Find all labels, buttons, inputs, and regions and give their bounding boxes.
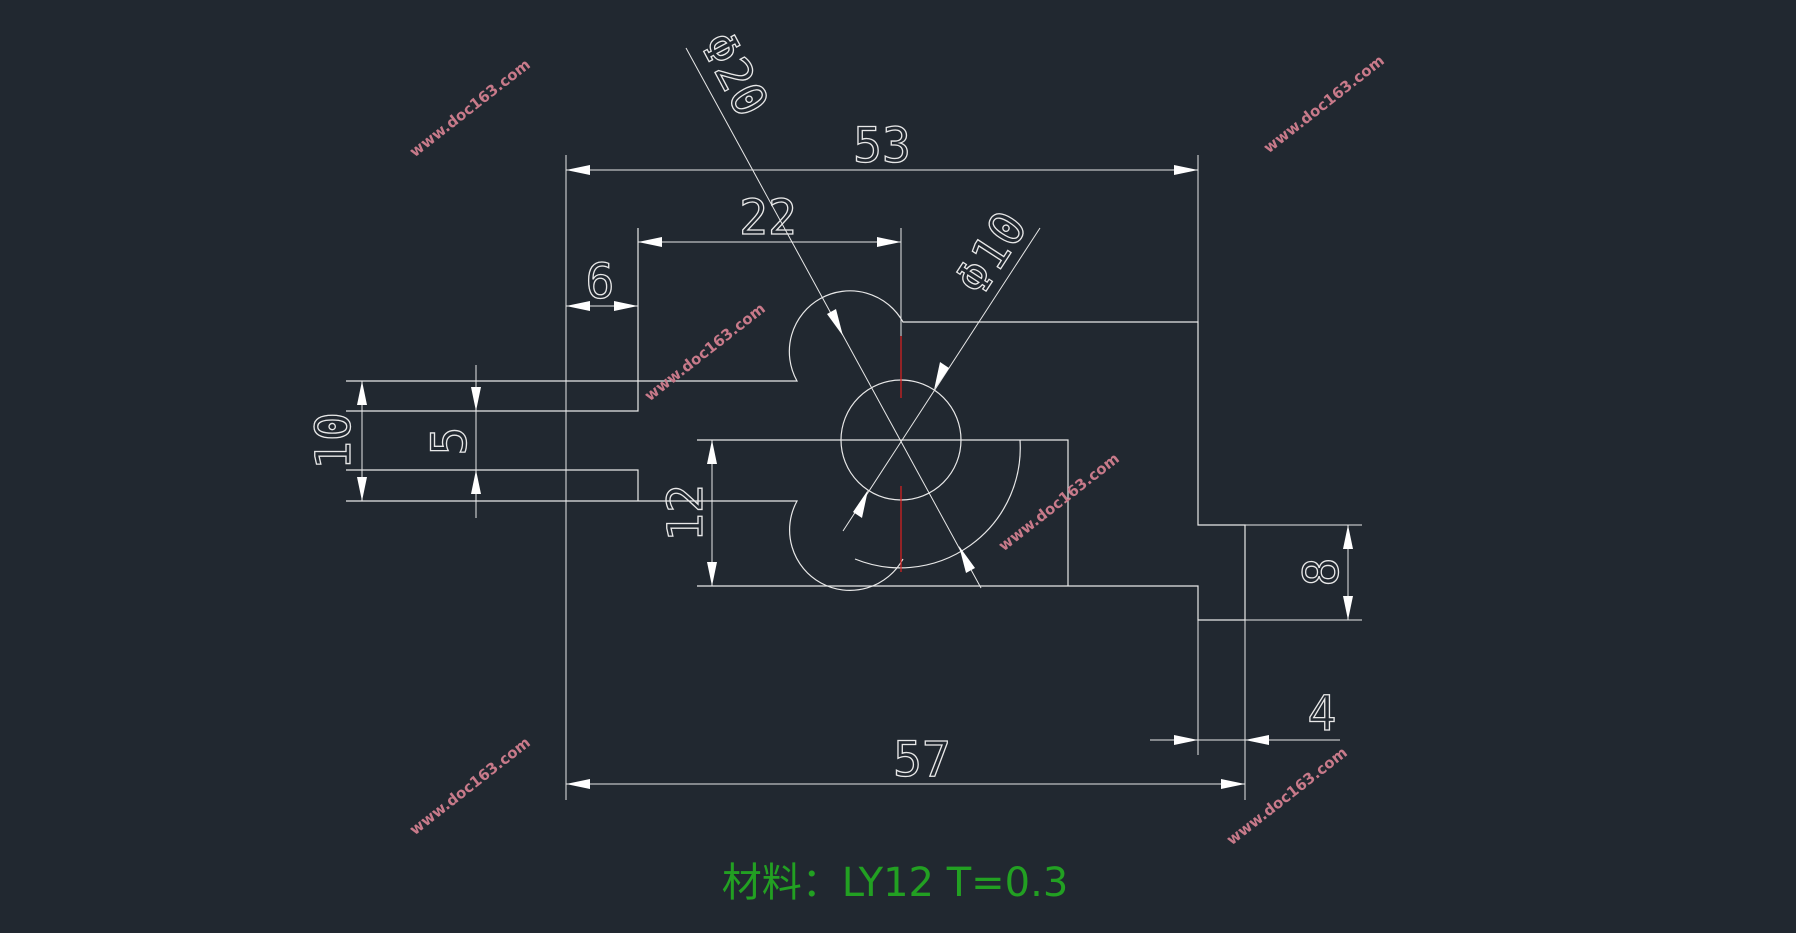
left-extension-lines xyxy=(346,228,639,412)
leader-phi10 xyxy=(842,227,1041,532)
watermark: www.doc163.com xyxy=(406,733,534,838)
watermark: www.doc163.com xyxy=(641,299,769,404)
dim-label-4: 4 xyxy=(1308,686,1337,742)
material-label: 材料：LY12 T=0.3 xyxy=(722,860,1069,906)
outline-lower xyxy=(346,500,904,591)
dim-label-53: 53 xyxy=(853,118,911,174)
dimension-labels: 53 57 22 6 4 10 5 12 8 Φ20 Φ10 xyxy=(305,22,1350,788)
slot-and-arc xyxy=(697,439,1069,586)
watermark: www.doc163.com xyxy=(1260,51,1388,156)
dim-label-8: 8 xyxy=(1294,558,1350,587)
dim-label-5: 5 xyxy=(422,427,478,456)
dim-label-phi20: Φ20 xyxy=(689,23,779,126)
dim-label-10: 10 xyxy=(306,412,362,470)
dim-label-22: 22 xyxy=(739,190,797,246)
watermark: www.doc163.com xyxy=(1223,743,1351,848)
inner-notch xyxy=(346,469,639,501)
arrowheads xyxy=(357,165,1353,789)
dim-label-phi10: Φ10 xyxy=(944,202,1038,305)
watermark: www.doc163.com xyxy=(406,55,534,160)
outline-upper xyxy=(346,290,1246,621)
watermark: www.doc163.com xyxy=(995,449,1123,554)
dim-label-6: 6 xyxy=(586,254,615,310)
part-outline xyxy=(346,228,1246,621)
dim-label-12: 12 xyxy=(658,484,714,542)
dim-label-57: 57 xyxy=(893,732,951,788)
